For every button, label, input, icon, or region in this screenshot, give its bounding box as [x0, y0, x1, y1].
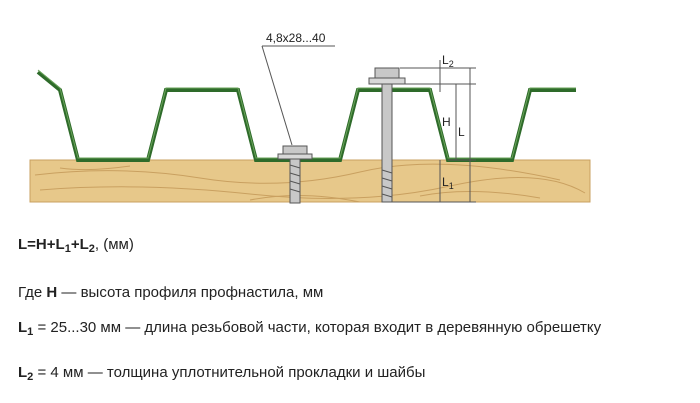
definition-l2: L2 = 4 мм — толщина уплотнительной прокл…: [18, 364, 426, 383]
screw-size-label: 4,8x28...40: [266, 31, 326, 45]
definition-h: Где H — высота профиля профнастила, мм: [18, 284, 324, 301]
dim-l-label: L: [458, 125, 465, 139]
wooden-batten: [29, 159, 591, 203]
screw-size-callout: 4,8x28...40: [261, 31, 335, 146]
dim-l1-label: L1: [442, 175, 454, 191]
crest-screw: [368, 67, 406, 203]
dim-h-label: H: [442, 115, 451, 129]
dim-l2-label: L2: [442, 53, 454, 69]
trough-screw: [277, 145, 313, 204]
length-formula: L=H+L1+L2, (мм): [18, 236, 134, 255]
definition-l1: L1 = 25...30 мм — длина резьбовой части,…: [18, 319, 602, 338]
roof-fastening-diagram: 4,8x28...40 L2 H L L1: [29, 31, 591, 204]
dimension-lines: [392, 60, 476, 203]
